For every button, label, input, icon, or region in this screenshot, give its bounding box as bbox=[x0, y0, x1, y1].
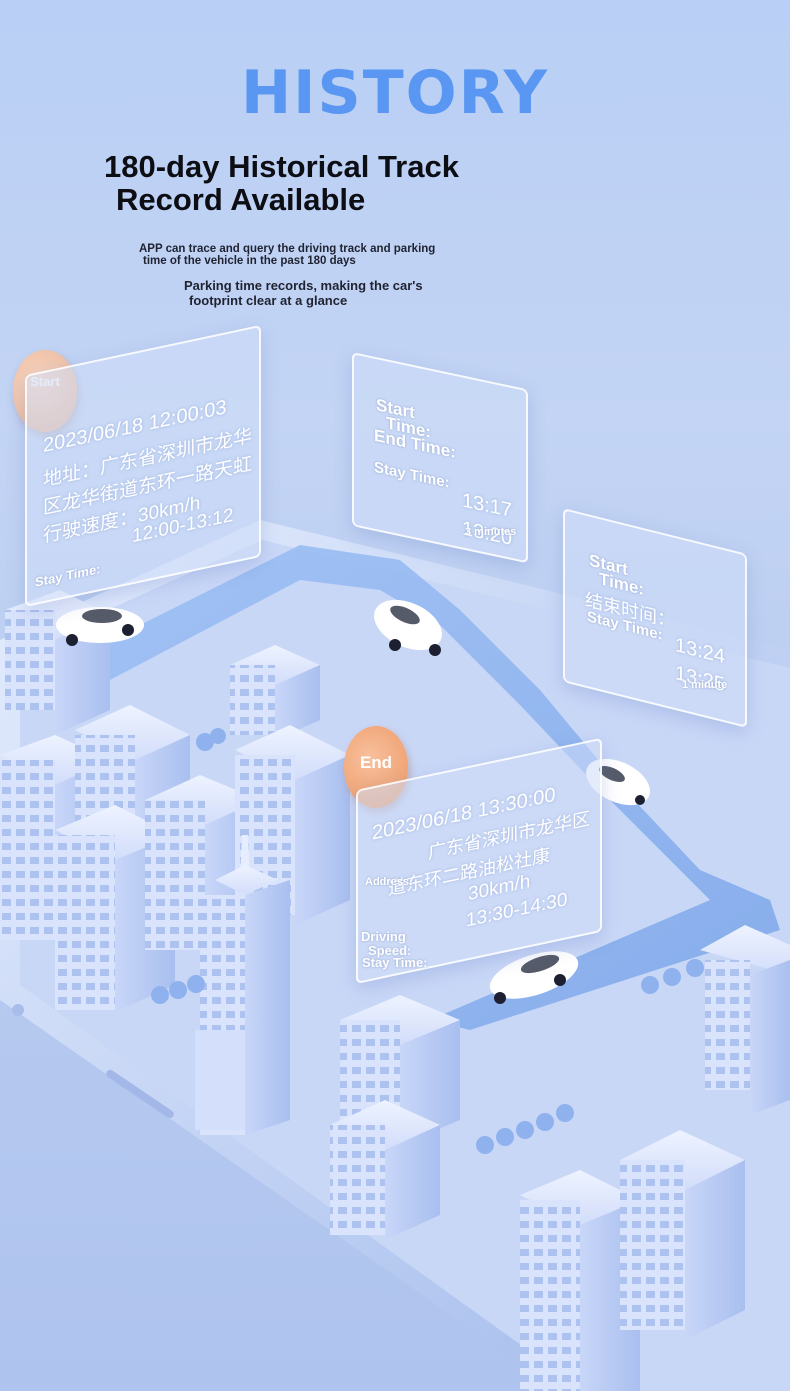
building-center-2 bbox=[230, 645, 320, 740]
page-title: HISTORY bbox=[240, 58, 550, 128]
stop1-time-1: 13:17 bbox=[462, 489, 513, 523]
building-lower-2 bbox=[330, 1100, 440, 1240]
description-2: Parking time records, making the car's f… bbox=[184, 278, 423, 308]
building-right-1 bbox=[700, 925, 790, 1115]
phone-button bbox=[12, 1004, 24, 1016]
trees-right bbox=[476, 959, 704, 1154]
building-bottom-2 bbox=[620, 1130, 745, 1340]
car-1 bbox=[56, 607, 144, 646]
end-marker-label: End bbox=[359, 753, 393, 772]
building-left-2 bbox=[75, 705, 190, 840]
description-2-line2: footprint clear at a glance bbox=[189, 293, 348, 308]
description-1-line2: time of the vehicle in the past 180 days bbox=[143, 255, 356, 267]
end-panel-speed-label: Speed: bbox=[368, 943, 412, 958]
headline-line1: 180-day Historical Track bbox=[104, 149, 459, 184]
end-panel-driving-label: Driving bbox=[361, 929, 406, 944]
description-1-line1: APP can trace and query the driving trac… bbox=[139, 243, 436, 255]
headline-line2: Record Available bbox=[116, 182, 366, 217]
stop1-stay-label: Stay Time: bbox=[374, 458, 450, 492]
car-2 bbox=[374, 599, 442, 656]
stop2-duration: 1 minute bbox=[682, 679, 728, 691]
trees-left bbox=[151, 728, 226, 1004]
stop1-duration: 3 minutes bbox=[465, 526, 517, 538]
car-4 bbox=[489, 951, 579, 1004]
end-panel-address-label: Address: bbox=[365, 876, 413, 888]
description-2-line1: Parking time records, making the car's bbox=[184, 278, 423, 293]
phone-side-slot bbox=[106, 1069, 174, 1119]
start-panel-stay-label: Stay Time: bbox=[35, 560, 101, 590]
car-3 bbox=[586, 758, 650, 806]
end-panel-stay-label: Stay Time: bbox=[362, 955, 428, 970]
description-1: APP can trace and query the driving trac… bbox=[139, 243, 435, 267]
skyscraper bbox=[195, 835, 290, 1135]
headline: 180-day Historical Track Record Availabl… bbox=[104, 150, 459, 216]
